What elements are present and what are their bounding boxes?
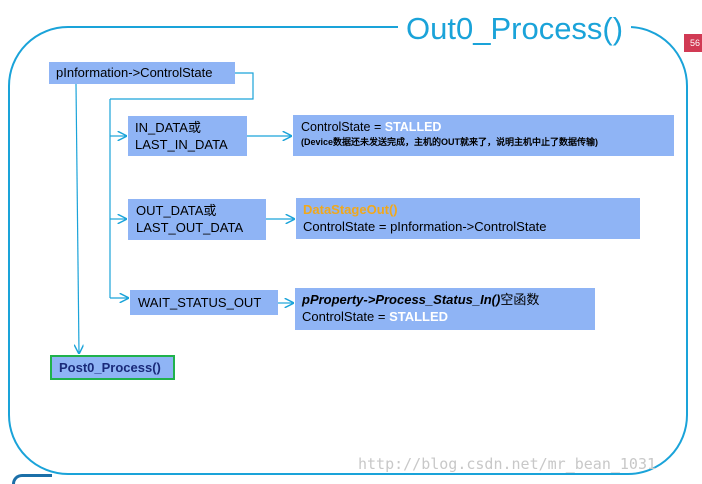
- in-data-stalled-value: STALLED: [384, 120, 442, 134]
- watermark-text: http://blog.csdn.net/mr_bean_1031: [358, 455, 657, 473]
- arrow-to-post-process: [76, 83, 79, 353]
- out-data-condition-box: OUT_DATA或 LAST_OUT_DATA: [128, 199, 266, 240]
- switch-connector: [110, 72, 254, 100]
- corner-logo-fragment: [12, 474, 52, 484]
- in-data-condition-line2: LAST_IN_DATA: [135, 137, 228, 152]
- out-data-condition-line2: LAST_OUT_DATA: [136, 220, 244, 235]
- in-data-action-prefix: ControlState =: [301, 120, 385, 134]
- wait-status-action-prefix: ControlState =: [302, 309, 390, 324]
- wait-status-action-box: pProperty->Process_Status_In()空函数 Contro…: [295, 288, 595, 330]
- in-data-action-note: (Device数据还未发送完成，主机的OUT就来了，说明主机中止了数据传输): [301, 137, 599, 147]
- page-number-badge: 56: [684, 34, 702, 52]
- in-data-action-line: ControlState = STALLED: [301, 119, 674, 135]
- in-data-condition-box: IN_DATA或 LAST_IN_DATA: [128, 116, 247, 156]
- in-data-action-box: ControlState = STALLED (Device数据还未发送完成，主…: [293, 115, 674, 156]
- wait-status-action-call: pProperty->Process_Status_In(): [302, 292, 501, 307]
- wait-status-condition-box: WAIT_STATUS_OUT: [130, 290, 278, 315]
- out-data-condition-line1: OUT_DATA或: [136, 203, 217, 218]
- wait-status-action-line1: pProperty->Process_Status_In()空函数: [302, 291, 595, 308]
- wait-status-action-call-suffix: 空函数: [500, 292, 540, 307]
- out-data-action-box: DataStageOut() ControlState = pInformati…: [296, 198, 640, 239]
- control-state-switch-box: pInformation->ControlState: [49, 62, 235, 84]
- post-process-box: Post0_Process(): [50, 355, 175, 380]
- slide-frame: [8, 26, 688, 475]
- wait-status-stalled-value: STALLED: [389, 309, 449, 324]
- wait-status-action-line2: ControlState = STALLED: [302, 308, 595, 325]
- out-data-action-line2: ControlState = pInformation->ControlStat…: [303, 219, 547, 234]
- in-data-condition-line1: IN_DATA或: [135, 120, 201, 135]
- out-data-action-call: DataStageOut(): [303, 202, 398, 217]
- slide-title: Out0_Process(): [398, 9, 632, 49]
